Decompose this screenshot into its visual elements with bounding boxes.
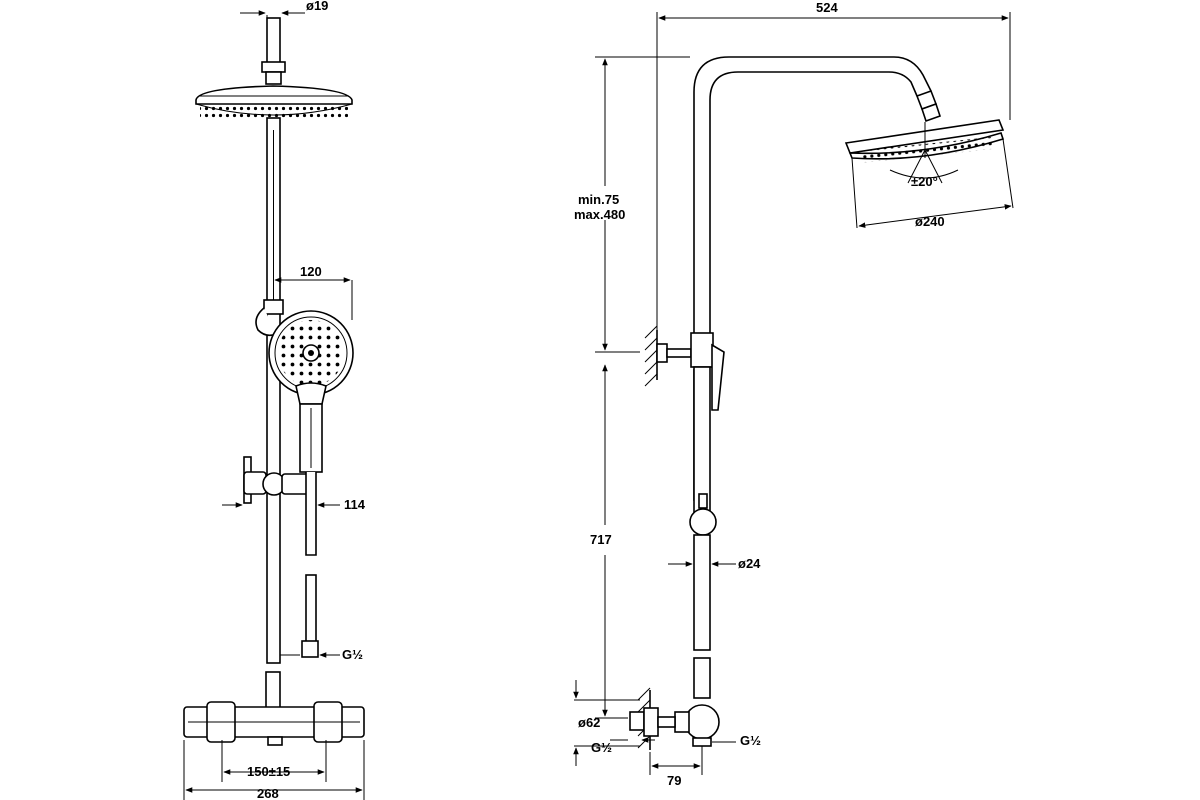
- dim-escutcheon-diameter: ø62: [578, 715, 600, 730]
- dim-arm-diameter: ø19: [306, 0, 328, 13]
- side-thermostatic-mixer: [674, 704, 720, 747]
- dim-holder-offset: 114: [344, 497, 366, 512]
- front-hand-shower: [268, 310, 354, 473]
- dim-arm-projection: 524: [816, 0, 838, 15]
- dim-inlet-thread: G½: [591, 740, 612, 755]
- side-overhead-shower-head: [844, 89, 1005, 184]
- front-dimension-lines: [183, 10, 365, 800]
- side-view: 524 min.75 max.480 ±20° ø240 717 ø24 ø62…: [573, 0, 1014, 788]
- front-view: ø19 120 114 G½ 150±15 268: [183, 0, 366, 800]
- dim-overall-width: 268: [257, 786, 279, 800]
- front-hose: [305, 472, 317, 556]
- dim-head-diameter: ø240: [915, 214, 945, 229]
- front-thermostatic-mixer: [183, 701, 365, 746]
- front-slide-rail: [266, 117, 281, 664]
- side-wall-bracket-lower: [629, 687, 676, 750]
- side-slide-rail: [693, 534, 711, 651]
- dim-outlet-thread: G½: [342, 647, 363, 662]
- dim-rail-height: 717: [590, 532, 612, 547]
- side-dimension-lines: [573, 12, 1014, 775]
- front-rail-clamp: [255, 299, 284, 337]
- side-slider: [689, 493, 717, 536]
- dim-valve-thread: G½: [740, 733, 761, 748]
- dim-inlet-spacing: 150±15: [247, 764, 290, 779]
- dim-wall-offset: 79: [667, 773, 681, 788]
- front-slider-holder: [243, 456, 311, 504]
- dim-height-max: max.480: [574, 207, 625, 222]
- dim-handshower-width: 120: [300, 264, 322, 279]
- front-overhead-shower-head: [195, 17, 353, 118]
- dim-height-min: min.75: [578, 192, 619, 207]
- dim-rail-diameter: ø24: [738, 556, 761, 571]
- side-riser-pipe: [693, 56, 932, 335]
- dim-tilt-angle: ±20°: [911, 174, 938, 189]
- side-wall-bracket-upper: [644, 325, 714, 387]
